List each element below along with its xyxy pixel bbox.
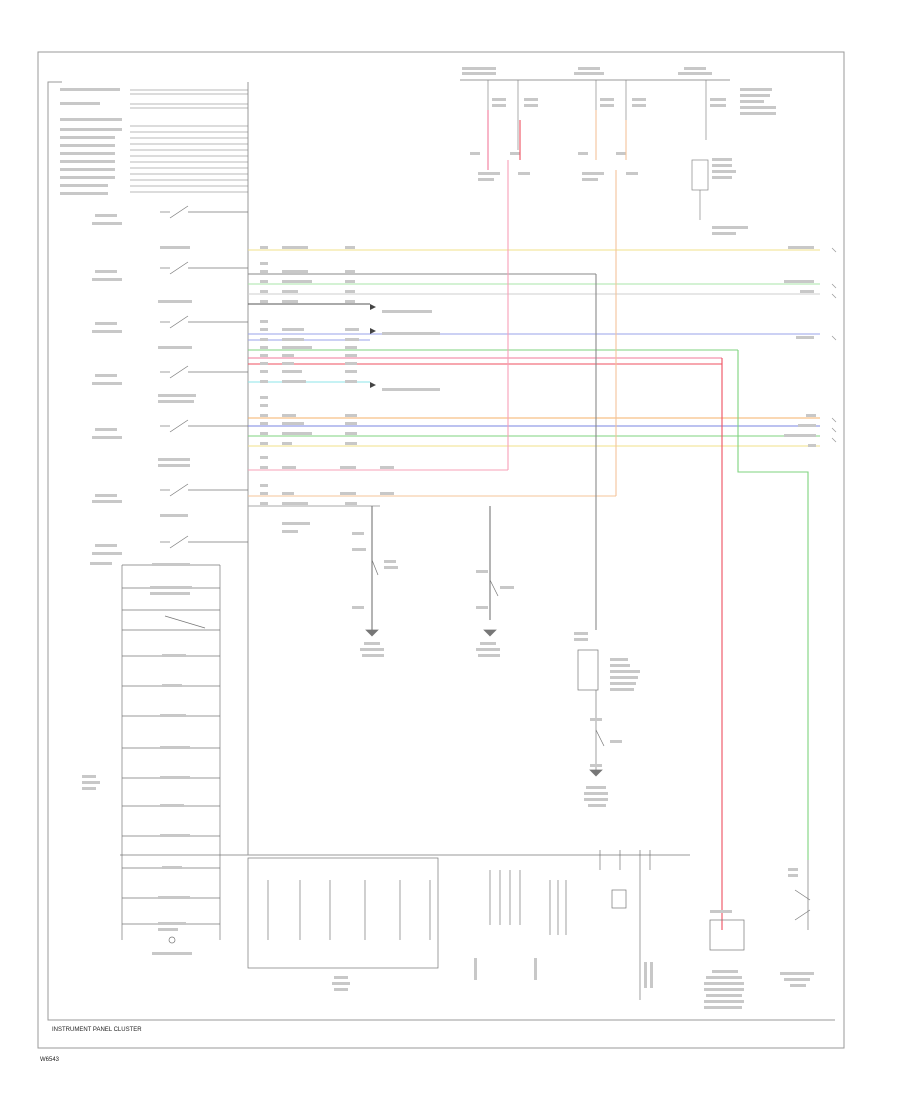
gauge-switch-labels <box>90 214 196 565</box>
page-code: W6543 <box>40 1057 60 1063</box>
wire-row-labels <box>260 246 816 533</box>
data-line-labels <box>60 88 122 195</box>
warning-lamp-icon <box>168 936 176 944</box>
bottom-right-components <box>709 860 811 951</box>
power-source-labels <box>462 67 776 115</box>
cluster-footer-label: INSTRUMENT PANEL CLUSTER <box>52 1027 142 1033</box>
middle-component-labels <box>352 532 640 807</box>
gauge-switch-group <box>160 205 248 549</box>
bottom-right-labels <box>704 868 814 1009</box>
fuse-labels <box>470 98 748 235</box>
connector-arrows <box>370 304 376 388</box>
data-line-group <box>130 89 248 193</box>
fuse-group <box>487 80 709 220</box>
indicator-labels <box>82 563 192 955</box>
cluster-frame <box>47 81 835 1021</box>
vertical-wire-group <box>371 110 809 930</box>
cluster-bottom-labels <box>332 958 653 991</box>
indicator-column <box>121 564 221 940</box>
cluster-bottom-blocks <box>247 850 651 1000</box>
middle-components <box>365 559 605 777</box>
right-edge-ticks <box>831 247 837 443</box>
diagram-frame <box>37 51 845 1049</box>
wire-bundle <box>248 249 820 507</box>
